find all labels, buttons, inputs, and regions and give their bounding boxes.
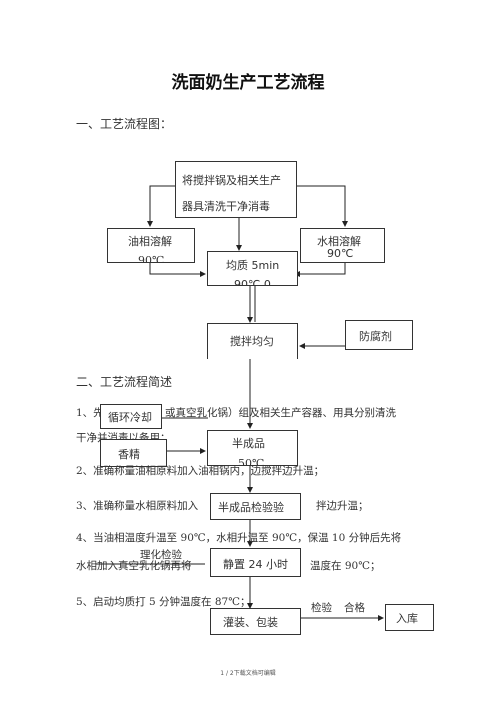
filling-box: 灌装、包装 [210, 608, 301, 635]
step3-part-a: 3、准确称量水相原料加入 [76, 500, 199, 512]
homogenize-box: 均质 5min 90℃ 0 [207, 251, 298, 286]
step5: 5、启动均质打 5 分钟温度在 87℃； [76, 596, 251, 608]
inspect-label: 检验 [311, 602, 332, 614]
homogenize-label: 均质 5min [226, 259, 280, 272]
section-description-heading: 二、工艺流程简述 [76, 375, 173, 389]
arrow-clean-to-oil [147, 185, 175, 227]
clean-equipment-box: 将搅拌锅及相关生产 器具清洗干净消毒 [175, 161, 297, 218]
cooling-label: 循环冷却 [108, 411, 152, 424]
stir-box: 搅拌均匀 [207, 323, 298, 359]
step4-part-a: 4、当油相温度升温至 90℃，水相升温至 90℃，保温 10 分钟后先将 [76, 532, 402, 544]
oil-phase-temp: 90℃ [138, 254, 165, 263]
step1-part-a: 1、先 [76, 407, 104, 419]
step4-part-b: 水相加入真空乳化锅再将 [76, 560, 192, 572]
cooling-box: 循环冷却 [100, 404, 162, 429]
semi-product-sub: 50℃ [238, 457, 265, 466]
section-flowchart-heading: 一、工艺流程图： [76, 117, 173, 131]
qualified-label: 合格 [344, 602, 365, 614]
oil-phase-label: 油相溶解 [128, 235, 172, 248]
clean-box-line1: 将搅拌锅及相关生产 [182, 174, 281, 187]
storage-box: 入库 [385, 604, 434, 631]
semi-check-label: 半成品检验验 [218, 501, 284, 514]
semi-check-box: 半成品检验验 [210, 493, 301, 520]
arrow-clean-to-water [295, 185, 348, 227]
filling-label: 灌装、包装 [223, 616, 278, 629]
document-title: 洗面奶生产工艺流程 [171, 73, 325, 93]
semi-product-label: 半成品 [232, 437, 265, 450]
preservative-label: 防腐剂 [359, 330, 392, 343]
step1-part-b: 或真空乳化锅）组及相关生产容器、用具分别清洗 [165, 407, 396, 419]
phys-check-label: 理化检验 [140, 549, 182, 561]
arrow-water-to-homog [294, 262, 346, 277]
rest-label: 静置 24 小时 [223, 558, 288, 571]
fragrance-box: 香精 [100, 439, 167, 467]
fragrance-label: 香精 [118, 448, 140, 461]
water-phase-box: 水相溶解 90℃ [300, 228, 385, 263]
clean-box-line2: 器具清洗干净消毒 [182, 200, 270, 213]
stir-label: 搅拌均匀 [230, 335, 274, 348]
step4-part-c: 温度在 90℃； [310, 560, 381, 572]
homogenize-sub: 90℃ 0 [234, 278, 271, 286]
arrow-oil-to-homog [149, 262, 206, 277]
page-footer: 1 / 2下载文档可编辑 [220, 670, 276, 677]
rest-box: 静置 24 小时 [210, 548, 301, 577]
semi-product-box: 半成品 50℃ [207, 430, 298, 466]
preservative-box: 防腐剂 [345, 320, 413, 350]
water-phase-temp: 90℃ [327, 247, 354, 260]
step2: 2、准确称量油相原料加入油相锅内，边搅拌边升温； [76, 465, 325, 477]
oil-phase-box: 油相溶解 90℃ [107, 228, 195, 263]
storage-label: 入库 [396, 612, 418, 625]
step3-part-b: 拌边升温； [316, 500, 369, 512]
water-phase-label: 水相溶解 [317, 235, 361, 248]
